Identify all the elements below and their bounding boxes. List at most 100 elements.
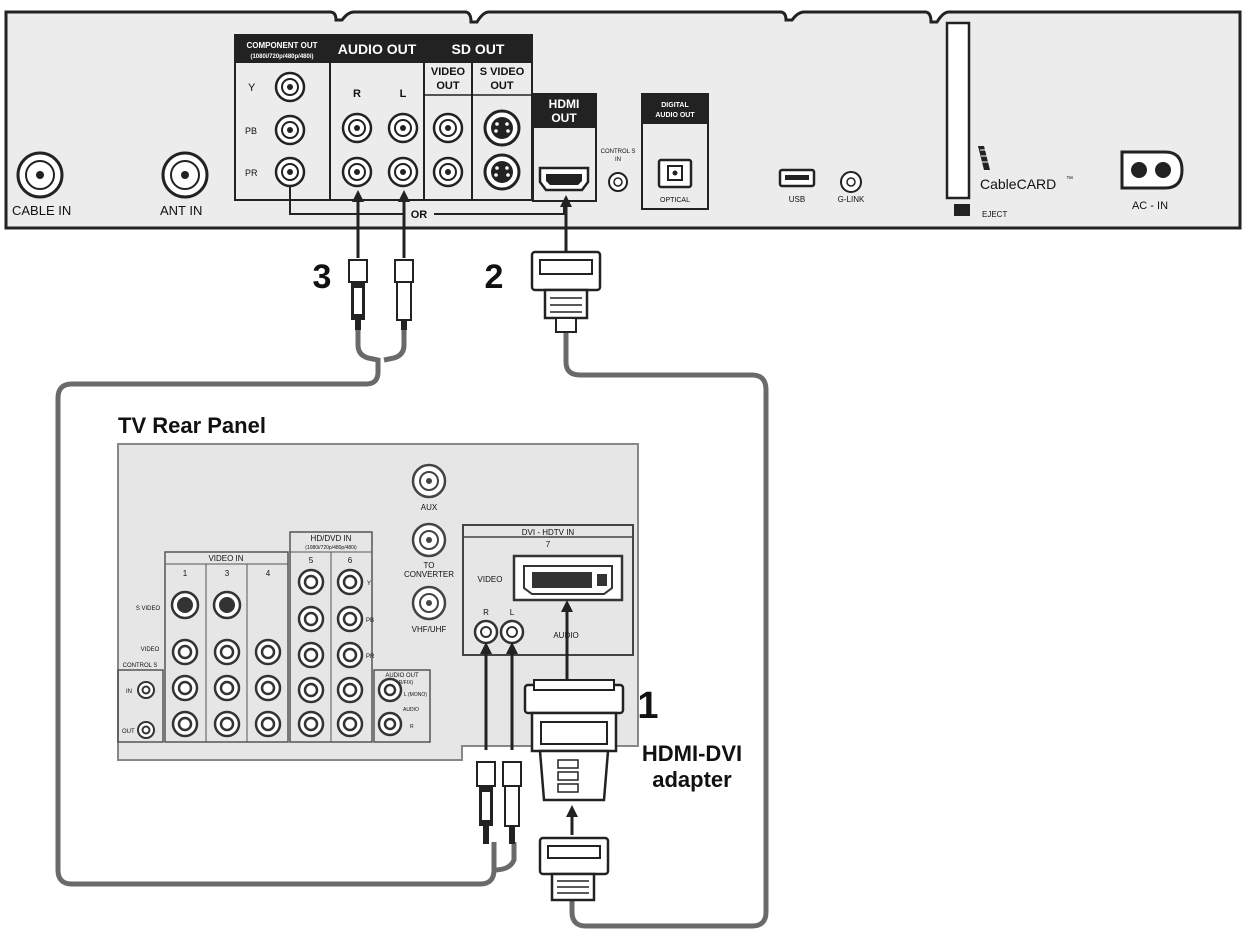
tv-rear-panel: AUX TO CONVERTER VHF/UHF DVI - HDTV IN 7… — [117, 443, 639, 761]
arrow-hdmi — [560, 195, 572, 207]
control-s-in-label-2: IN — [615, 157, 621, 163]
rca-plug-white — [394, 259, 414, 330]
rca-audio-cable-split-tv — [493, 842, 517, 873]
comp-pr-label: PR — [245, 168, 258, 178]
tv-video-in-num-1: 1 — [183, 569, 188, 578]
connection-arrows — [352, 190, 572, 258]
control-s-in-jack — [608, 172, 628, 192]
hdmi-logo-text: HDMI — [549, 97, 580, 111]
cables — [55, 327, 769, 929]
digital-audio-out-header — [642, 94, 708, 124]
tv-control-s-block — [117, 669, 164, 743]
tv-ctrl-out-label: OUT — [122, 729, 135, 735]
tv-dvi-r-label: R — [483, 608, 489, 617]
tv-dvi-audio-l-jack — [499, 619, 525, 645]
tv-dvi-port — [512, 554, 624, 602]
tv-s-video-3-jack — [212, 590, 242, 620]
or-label-bg — [404, 206, 434, 220]
tv-video-in-block — [164, 551, 289, 743]
tv-audio-out-block — [373, 669, 431, 743]
sd-video-out-label-2: OUT — [436, 80, 460, 92]
audio-out-l-upper-jack — [387, 112, 419, 144]
component-out-header — [235, 35, 329, 63]
set-top-box-rear-panel: CABLE IN ANT IN COMPONENT OUT (1080i/720… — [4, 10, 1242, 230]
component-out-title: COMPONENT OUT — [246, 41, 317, 50]
audio-out-r-jack — [341, 156, 373, 188]
audio-r-label: R — [353, 88, 361, 100]
ant-in-label: ANT IN — [160, 203, 202, 218]
sd-video-out-upper-jack — [432, 112, 464, 144]
audio-out-header — [331, 35, 423, 63]
tv-video-in-jacks — [171, 638, 282, 738]
eject-label: EJECT — [982, 210, 1007, 219]
tv-control-s-label: CONTROL S — [123, 663, 158, 669]
tv-vhf-uhf-label: VHF/UHF — [412, 625, 447, 634]
hdmi-out-port — [538, 166, 590, 192]
adapter-label-line-1: HDMI-DVI — [642, 741, 742, 766]
tv-s-video-label: S VIDEO — [136, 606, 161, 612]
g-link-label: G-LINK — [838, 195, 865, 204]
digital-audio-out-label-2: AUDIO OUT — [655, 112, 695, 119]
optical-label: OPTICAL — [660, 197, 690, 204]
ant-in-port — [161, 151, 209, 199]
tv-audio-out-sub: (VAR/FIX) — [391, 680, 414, 686]
sd-out-title: SD OUT — [452, 41, 505, 57]
cablecard-logo-icon — [978, 146, 990, 170]
tv-audio-r-label: R — [410, 724, 414, 730]
tv-rca-plug-red — [476, 642, 496, 844]
tv-dvi-audio-r-jack — [473, 619, 499, 645]
cable-in-label: CABLE IN — [12, 203, 71, 218]
tv-aux-port — [411, 463, 447, 499]
s-video-out-jack — [483, 153, 521, 191]
ac-in-label: AC - IN — [1132, 200, 1168, 212]
hdmi-out-header — [533, 94, 596, 128]
component-y-jack — [274, 71, 306, 103]
eject-button — [954, 204, 970, 216]
tv-s-video-1-jack — [170, 590, 200, 620]
adapter-label-line-2: adapter — [652, 767, 732, 792]
step-1-number: 1 — [637, 685, 658, 727]
hdmi-dvi-adapter — [523, 600, 625, 835]
hdmi-out-label: OUT — [551, 111, 577, 125]
tv-hd-num-5: 5 — [309, 556, 314, 565]
tv-dvi-hdtv-label: DVI - HDTV IN — [522, 528, 575, 537]
audio-out-r-upper-jack — [341, 112, 373, 144]
sd-svideo-out-label-1: S VIDEO — [480, 66, 525, 78]
tv-control-s-jacks — [137, 681, 155, 739]
tv-to-converter-label-1: TO — [424, 561, 435, 570]
tv-panel-body — [117, 443, 639, 761]
step-2-number: 2 — [485, 258, 504, 296]
tv-aux-label: AUX — [421, 503, 438, 512]
arrow-audio-r — [352, 190, 364, 202]
tv-hd-y-label: Y — [367, 581, 371, 587]
comp-pb-label: PB — [245, 126, 257, 136]
component-pb-jack — [274, 114, 306, 146]
tv-to-converter-label-2: CONVERTER — [404, 570, 454, 579]
tv-audio-out-jacks — [377, 677, 403, 737]
audio-l-label: L — [400, 88, 407, 100]
rca-audio-cable-split — [383, 327, 407, 363]
audio-out-l-jack — [387, 156, 419, 188]
ac-in-port — [1120, 150, 1184, 190]
tv-dvi-hdtv-block — [462, 524, 634, 656]
tv-hd-dvd-in-sub: (1080i/720p/480p/480i) — [305, 545, 357, 551]
tv-hd-dvd-jacks — [297, 568, 364, 738]
tv-hd-dvd-in-label: HD/DVD IN — [311, 534, 352, 543]
stb-panel-body — [4, 10, 1242, 230]
tv-vhf-uhf-port — [411, 585, 447, 621]
or-label: OR — [411, 209, 428, 221]
tv-ctrl-in-label: IN — [126, 689, 132, 695]
component-out-subtitle: (1080i/720p/480p/480i) — [250, 54, 313, 60]
tv-rear-panel-title: TV Rear Panel — [118, 413, 266, 438]
tv-audio-word-label: AUDIO — [403, 707, 419, 713]
tv-to-converter-port — [411, 522, 447, 558]
rca-plug-red — [348, 259, 368, 330]
tv-hd-pr-label: PR — [366, 654, 375, 660]
tv-dvi-number: 7 — [546, 540, 551, 549]
tv-dvi-video-label: VIDEO — [478, 575, 503, 584]
sd-video-out-label-1: VIDEO — [431, 66, 466, 78]
tv-video-label: VIDEO — [141, 647, 160, 653]
tv-hd-pb-label: PB — [366, 618, 374, 624]
